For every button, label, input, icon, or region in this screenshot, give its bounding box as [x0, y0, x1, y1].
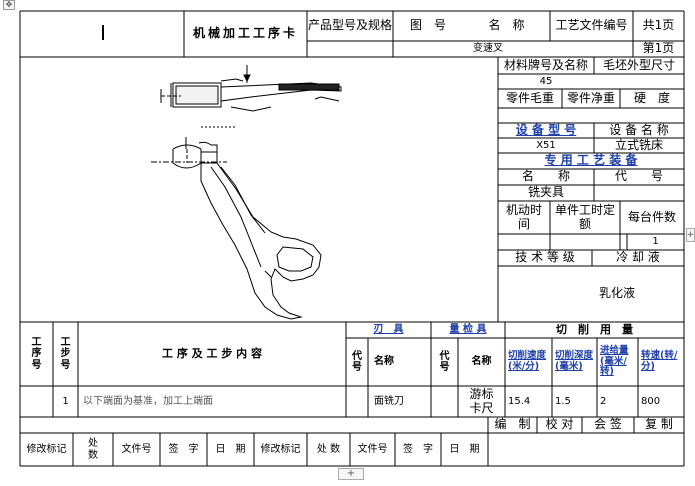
- equipment-name-value: 立式铣床: [614, 137, 663, 152]
- mod-mark-label: 修改标记: [26, 443, 67, 455]
- total-pages: 共1页: [642, 18, 675, 33]
- drawing-no-label: 图 号: [409, 18, 446, 33]
- row-feed: 2: [600, 395, 607, 407]
- material-grade-value: 45: [539, 75, 553, 87]
- row-cutter-name: 面铣刀: [374, 395, 404, 407]
- date-label-2: 日 期: [449, 443, 480, 455]
- mod-mark-label-2: 修改标记: [260, 443, 301, 455]
- product-model-label: 产品型号及规格: [307, 18, 392, 33]
- count-label-2: 处 数: [316, 443, 341, 455]
- tool-name-value: 铣夹具: [527, 185, 564, 200]
- file-no-label-2: 文件号: [357, 443, 388, 455]
- tool-name-label: 名 称: [521, 169, 570, 184]
- gauge-name-header: 名称: [471, 356, 492, 368]
- equipment-model-value: X51: [536, 139, 556, 151]
- add-row-button[interactable]: +: [338, 468, 364, 480]
- move-icon: ✥: [5, 0, 13, 9]
- depth-header: 切削深度(毫米): [555, 350, 594, 372]
- unit-time-label: 单件工时定额: [554, 202, 615, 231]
- add-column-button[interactable]: +: [686, 228, 695, 242]
- content-header: 工 序 及 工 步 内 容: [162, 346, 262, 360]
- step-no-header: 工步号: [60, 336, 71, 371]
- part-name: 变速叉: [473, 43, 503, 55]
- compile-label: 编 制: [494, 417, 531, 432]
- review-label: 复 制: [645, 417, 673, 432]
- rpm-header: 转速(转/分): [641, 350, 678, 372]
- cutter-header: 刃 具: [373, 324, 404, 336]
- per-unit-count-label: 每台件数: [627, 209, 676, 224]
- row-depth: 1.5: [555, 395, 571, 407]
- coolant-value: 乳化液: [598, 286, 635, 301]
- drawing-fork-slot: [276, 246, 314, 272]
- cutting-params-header: 切 削 用 量: [556, 322, 633, 336]
- op-no-header: 工序号: [31, 336, 42, 371]
- signature-label-2: 签 字: [403, 443, 433, 455]
- gross-weight-label: 零件毛重: [505, 90, 554, 105]
- drawing-arm-end: [278, 83, 340, 91]
- tool-code-label: 代 号: [614, 169, 663, 184]
- equipment-model-label: 设 备 型 号: [515, 122, 577, 137]
- row-gauge-name: 游标卡尺: [469, 386, 494, 415]
- gauge-header: 量 检 具: [449, 324, 487, 336]
- table-move-handle[interactable]: ✥: [3, 0, 15, 10]
- card-title: 机械加工工序卡: [192, 26, 298, 41]
- count-label: 处 数: [88, 438, 108, 461]
- name-label: 名 称: [488, 18, 525, 33]
- tech-grade-label: 技 术 等 级: [515, 250, 575, 265]
- signature-label: 签 字: [168, 443, 199, 455]
- cutter-name-header: 名称: [374, 356, 394, 368]
- row-speed: 15.4: [508, 395, 531, 407]
- drawing-fork-body: [200, 162, 322, 320]
- row-content: 以下端面为基准，加工上端面: [83, 395, 213, 407]
- special-tooling-label: 专 用 工 艺 装 备: [544, 153, 638, 168]
- gauge-code-header: 代号: [439, 350, 450, 374]
- equipment-name-label: 设 备 名 称: [609, 122, 669, 137]
- date-label: 日 期: [215, 443, 246, 455]
- file-no-label: 文件号: [121, 443, 152, 455]
- net-weight-label: 零件净重: [566, 90, 615, 105]
- process-file-no-label: 工艺文件编号: [555, 18, 628, 33]
- part-drawing: [151, 65, 342, 320]
- row-rpm: 800: [641, 395, 661, 407]
- motor-time-label: 机动时间: [505, 202, 542, 231]
- feed-header: 进给量(毫米/转): [600, 344, 629, 378]
- speed-header: 切削速度(米/分): [508, 350, 547, 372]
- text-cursor: [102, 25, 104, 40]
- per-unit-count-value: 1: [652, 236, 659, 248]
- countersign-label: 会 签: [594, 417, 622, 432]
- row-step-no: 1: [62, 395, 69, 407]
- hardness-label: 硬 度: [633, 90, 670, 105]
- drawing-hub-inner: [175, 85, 219, 105]
- cutter-code-header: 代号: [352, 350, 362, 374]
- proofread-label: 校 对: [545, 417, 574, 432]
- coolant-label: 冷 却 液: [616, 250, 660, 265]
- material-grade-label: 材料牌号及名称: [503, 57, 588, 72]
- blank-shape-label: 毛坯外型尺寸: [602, 57, 675, 72]
- page-no: 第1页: [642, 41, 675, 56]
